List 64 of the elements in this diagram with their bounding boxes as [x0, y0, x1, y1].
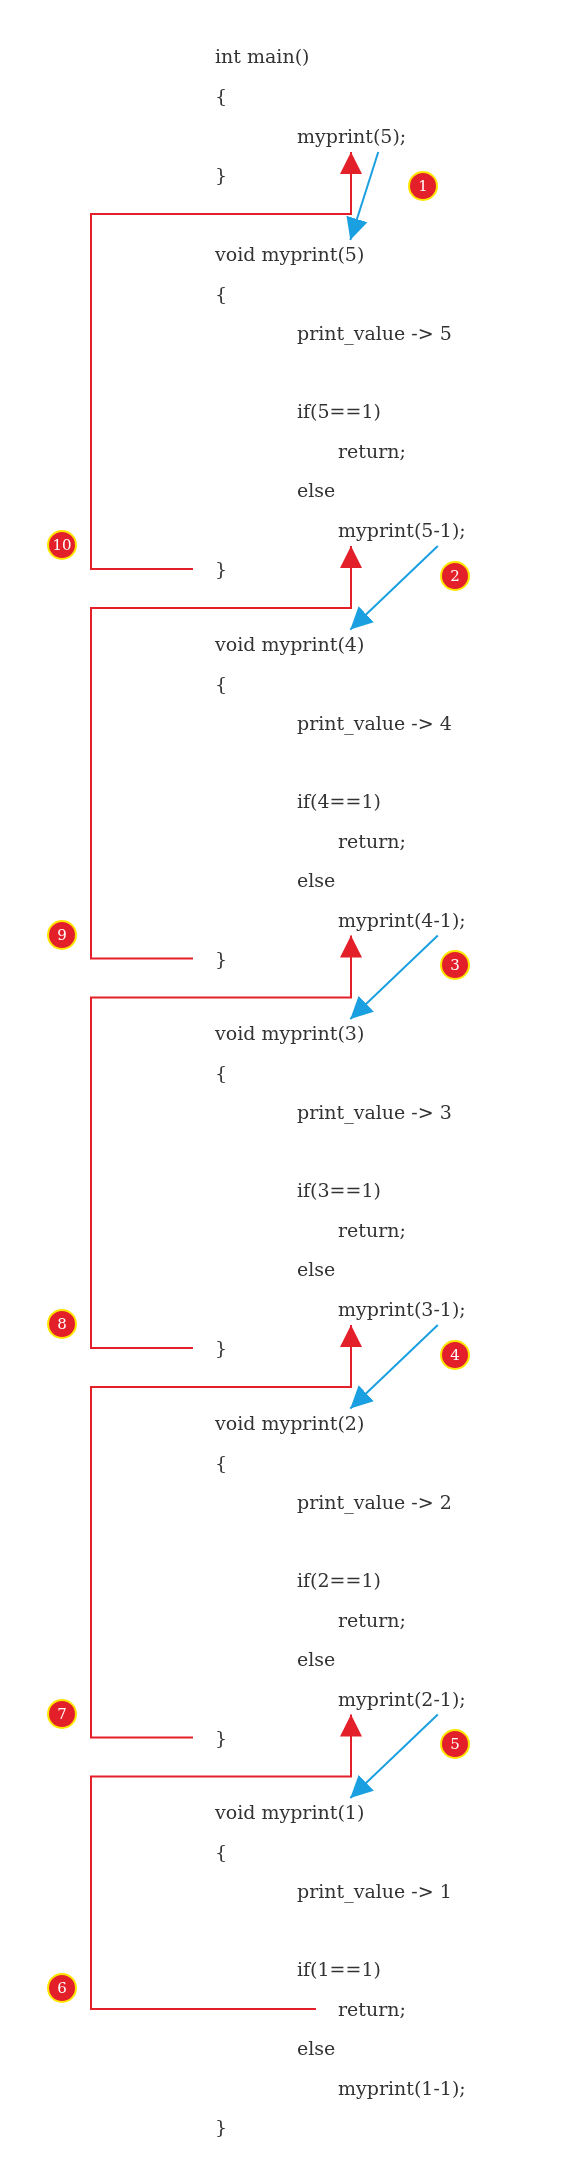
step-number: 2 [440, 560, 470, 591]
code-line: return; [338, 1607, 406, 1632]
code-line: if(1==1) [297, 1957, 381, 1981]
code-line: else [297, 1646, 336, 1671]
arrow [349, 934, 439, 1020]
code-line: { [215, 1061, 228, 1085]
code-line: { [215, 84, 228, 108]
code-line: return; [338, 1997, 406, 2021]
code-line: print_value -> 2 [297, 1489, 452, 1514]
step-number: 8 [47, 1309, 77, 1339]
arrow [349, 1713, 439, 1799]
arrow [346, 151, 380, 241]
step-number: 1 [408, 171, 438, 201]
code-line: void myprint(5) [215, 242, 365, 266]
code-line: return; [338, 1218, 406, 1242]
code-line: print_value -> 3 [297, 1100, 452, 1124]
step-number: 6 [47, 1973, 77, 2003]
code-line: return; [338, 439, 406, 463]
step-number: 5 [440, 1729, 470, 1759]
code-line: print_value -> 5 [297, 321, 452, 345]
code-line: if(4==1) [297, 788, 381, 813]
step-number: 7 [47, 1698, 77, 1729]
arrow [349, 1324, 439, 1410]
code-line: } [215, 946, 228, 971]
code-line: void myprint(2) [215, 1410, 365, 1435]
code-line: else [297, 478, 336, 502]
code-line: myprint(1-1); [338, 2076, 466, 2100]
code-line: { [215, 1840, 228, 1864]
code-line: { [215, 671, 228, 696]
code-line: { [215, 1450, 228, 1475]
step-number: 4 [440, 1339, 470, 1370]
arrow [90, 934, 362, 1349]
code-line: myprint(5-1); [338, 518, 466, 542]
code-line: myprint(3-1); [338, 1297, 466, 1321]
code-line: if(5==1) [297, 399, 381, 423]
code-line: } [215, 1725, 228, 1750]
code-line: if(3==1) [297, 1178, 381, 1202]
code-line: void myprint(3) [215, 1021, 365, 1045]
code-line: if(2==1) [297, 1567, 381, 1592]
arrow [90, 545, 362, 960]
arrow [90, 1324, 362, 1739]
code-line: else [297, 867, 336, 892]
code-line: else [297, 1257, 336, 1281]
code-line: print_value -> 1 [297, 1879, 452, 1903]
code-line: { [215, 282, 228, 306]
code-line: } [215, 557, 228, 581]
code-line: } [215, 1336, 228, 1360]
code-line: print_value -> 4 [297, 710, 452, 735]
arrow [349, 545, 439, 631]
code-line: myprint(2-1); [338, 1686, 466, 1711]
code-line: int main() [215, 44, 310, 68]
code-line: return; [338, 828, 406, 853]
step-number: 3 [440, 950, 470, 980]
code-line: void myprint(4) [215, 631, 365, 656]
code-line: } [215, 163, 228, 187]
code-line: myprint(5); [297, 124, 407, 148]
arrow [90, 151, 362, 570]
arrow [90, 1713, 362, 2010]
step-number: 9 [47, 919, 77, 950]
code-line: myprint(4-1); [338, 907, 466, 932]
step-number: 10 [47, 530, 77, 560]
code-line: else [297, 2036, 336, 2060]
code-line: void myprint(1) [215, 1800, 365, 1824]
code-line: } [215, 2115, 228, 2139]
